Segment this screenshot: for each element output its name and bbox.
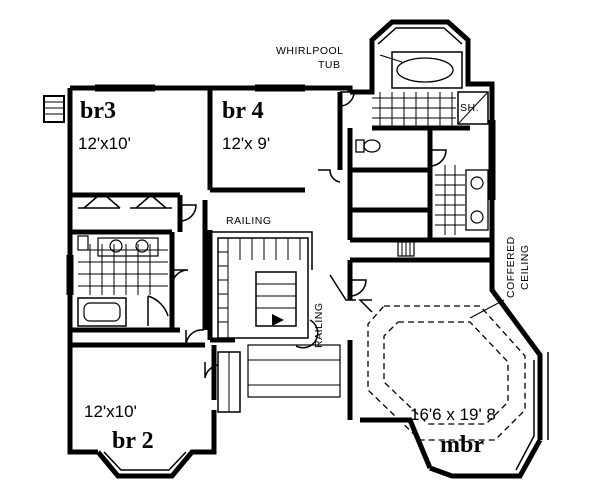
railing-label-side: RAILING <box>313 302 325 348</box>
ceiling-label: CEILING <box>519 244 531 290</box>
railing-label-top: RAILING <box>226 215 272 227</box>
coffered-label: COFFERED <box>505 236 517 298</box>
whirlpool-label: WHIRLPOOL <box>276 45 344 57</box>
room-dims-br3: 12'x10' <box>78 134 131 153</box>
hall-bath <box>77 235 169 327</box>
coffered-ceiling <box>367 299 526 441</box>
master-bath-fixtures <box>355 139 489 257</box>
room-name-br4: br 4 <box>222 98 264 124</box>
exterior-walls <box>43 19 549 479</box>
room-name-br3: br3 <box>80 98 116 124</box>
whirlpool-tub <box>379 51 463 89</box>
shower-label: SH. <box>460 102 479 114</box>
lower-landing <box>247 344 341 398</box>
master-bath-tile <box>372 92 465 235</box>
closet-br2 <box>217 351 241 413</box>
room-dims-br2: 12'x10' <box>84 402 137 421</box>
room-dims-mbr: 16'6 x 19' 8 <box>410 405 496 424</box>
room-dims-br4: 12'x 9' <box>222 134 270 153</box>
room-name-mbr: mbr <box>440 432 484 458</box>
shower-stall <box>457 91 489 125</box>
tub-label: TUB <box>318 59 341 71</box>
closet-br3 <box>78 195 172 209</box>
windows <box>66 84 496 295</box>
interior-walls <box>70 88 490 400</box>
stairwell <box>212 231 319 349</box>
doors <box>171 91 447 379</box>
room-name-br2: br 2 <box>112 428 154 454</box>
